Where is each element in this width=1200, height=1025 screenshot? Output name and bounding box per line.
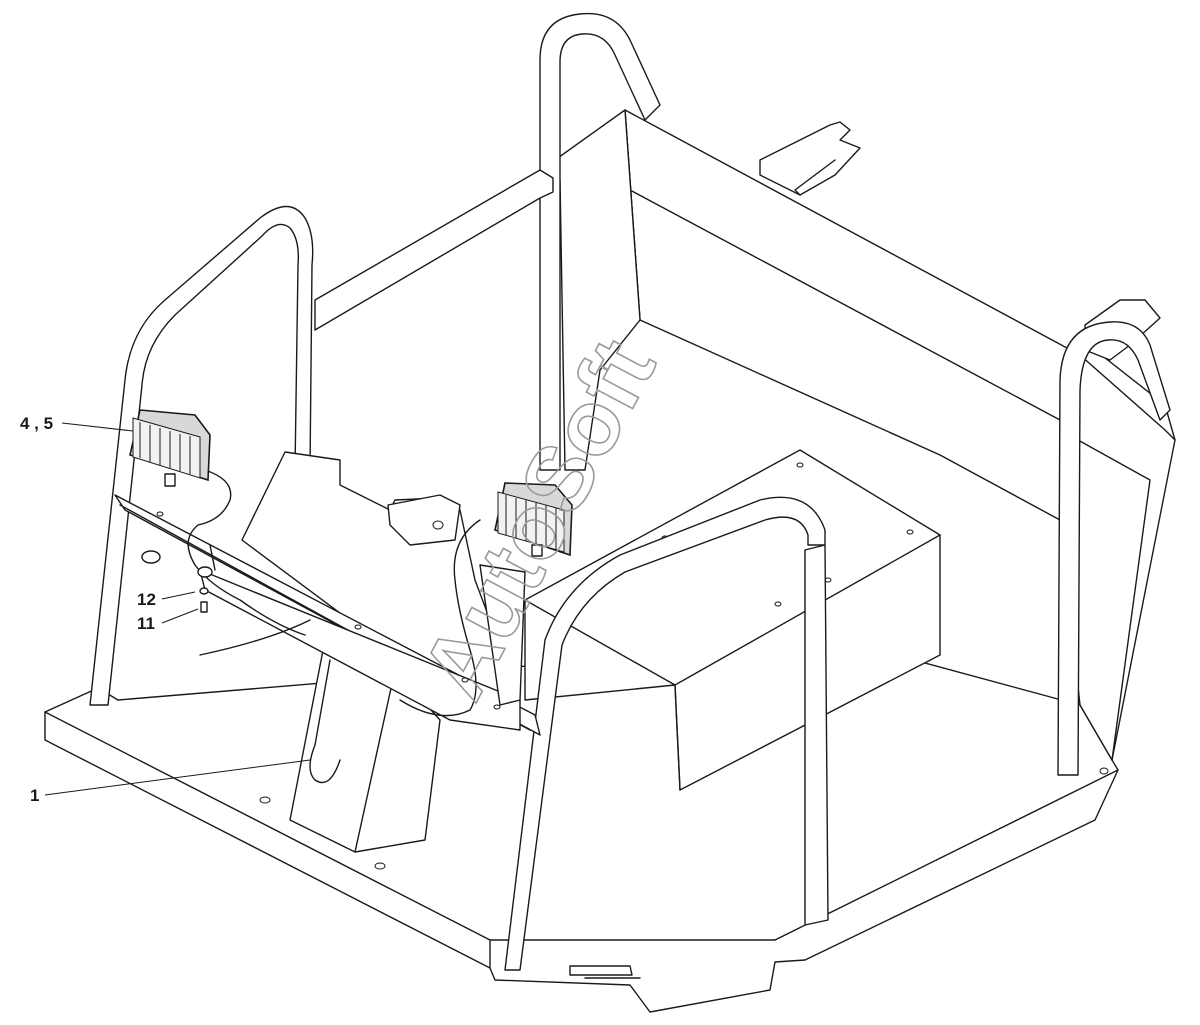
callout-1: 1 <box>30 786 39 805</box>
rollbar-top-rear <box>314 12 661 471</box>
center-console <box>554 109 641 471</box>
callout-4-5: 4 , 5 <box>20 414 53 433</box>
work-lamp-right <box>494 482 573 557</box>
wire-harness <box>187 469 481 717</box>
rollbar-front <box>504 496 829 971</box>
callout-12: 12 <box>137 590 156 609</box>
callout-11: 11 <box>137 614 155 633</box>
dash-panel <box>114 451 541 736</box>
work-lamp-left <box>129 409 213 613</box>
leader-lines <box>44 422 311 796</box>
rollbar-rear-right <box>1057 321 1171 776</box>
floor-plate <box>44 639 1119 1013</box>
